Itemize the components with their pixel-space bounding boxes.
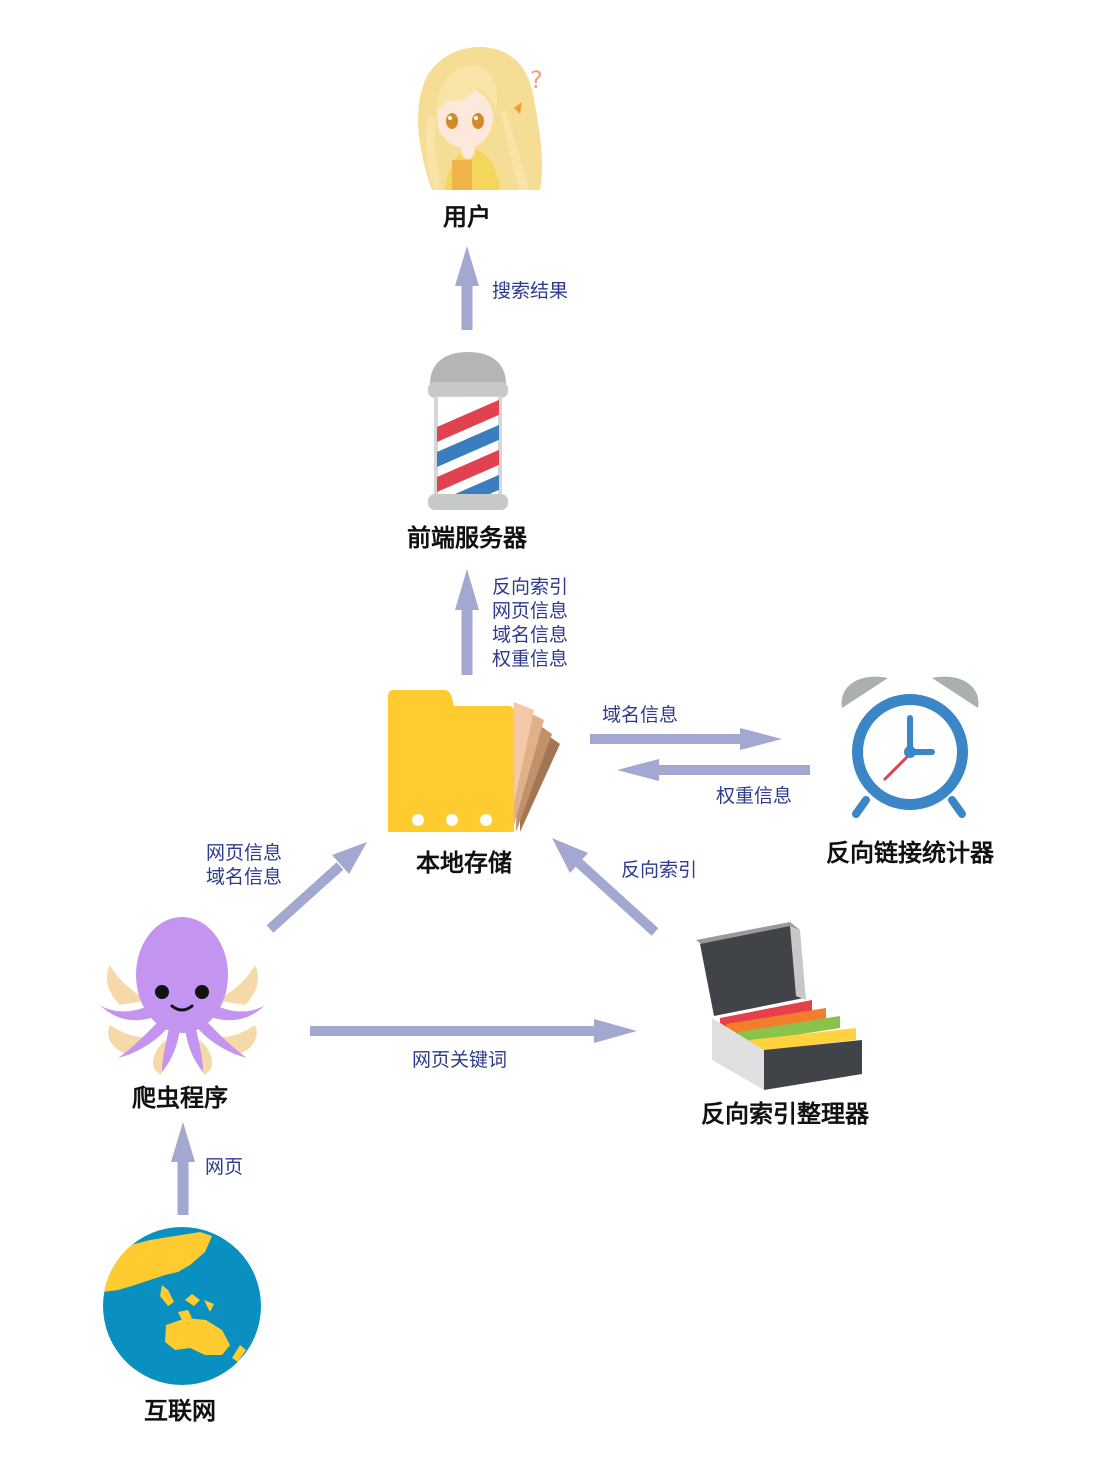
arrow-storage-to-backlink: [590, 728, 782, 750]
node-label-user: 用户: [443, 202, 491, 231]
arrow-backlink-to-storage: [617, 759, 810, 781]
card-index-box-icon: [696, 922, 862, 1090]
node-label-frontend-server: 前端服务器: [407, 523, 527, 552]
arrow-crawler-to-storage: [266, 842, 367, 933]
edge-label-line: 域名信息: [206, 866, 283, 888]
arrow-frontend-to-user: [455, 246, 479, 330]
edge-label-crawler-to-indexer: 网页关键词: [412, 1048, 507, 1072]
arrow-internet-to-crawler: [171, 1122, 195, 1215]
edge-label-line: 反向索引: [492, 576, 569, 598]
node-label-internet: 互联网: [144, 1396, 216, 1425]
edge-label-storage-to-backlink: 域名信息: [602, 703, 678, 727]
node-label-crawler: 爬虫程序: [132, 1083, 228, 1112]
edge-label-line: 搜索结果: [492, 280, 569, 302]
edge-label-line: 网页关键词: [412, 1049, 508, 1071]
edge-label-storage-to-frontend: 反向索引 网页信息 域名信息 权重信息: [492, 575, 568, 671]
anime-girl-avatar-icon: ?: [418, 47, 543, 191]
arrow-crawler-to-indexer: [310, 1019, 637, 1043]
barber-pole-icon: [428, 352, 508, 510]
edge-label-line: 权重信息: [716, 785, 793, 807]
edge-label-internet-to-crawler: 网页: [205, 1155, 243, 1179]
edge-label-search-results: 搜索结果: [492, 279, 568, 303]
edge-label-line: 权重信息: [492, 648, 569, 670]
node-label-backlink-counter: 反向链接统计器: [826, 838, 994, 867]
edge-label-line: 网页信息: [492, 600, 569, 622]
edge-label-backlink-to-storage: 权重信息: [716, 784, 792, 808]
globe-icon: [103, 1227, 261, 1385]
edge-label-line: 反向索引: [621, 859, 698, 881]
edge-label-line: 网页信息: [206, 842, 283, 864]
alarm-clock-icon: [841, 676, 979, 818]
arrow-storage-to-frontend: [455, 569, 479, 675]
edge-label-crawler-to-storage: 网页信息 域名信息: [206, 841, 282, 889]
node-label-index-organizer: 反向索引整理器: [701, 1099, 869, 1128]
folder-icon: [388, 690, 560, 832]
svg-text:?: ?: [530, 66, 543, 94]
node-label-local-storage: 本地存储: [416, 848, 512, 877]
octopus-icon: [100, 917, 265, 1075]
edge-label-indexer-to-storage: 反向索引: [621, 858, 697, 882]
edge-label-line: 域名信息: [602, 704, 679, 726]
edge-label-line: 域名信息: [492, 624, 569, 646]
edge-label-line: 网页: [205, 1156, 244, 1178]
arrow-indexer-to-storage: [552, 838, 659, 936]
